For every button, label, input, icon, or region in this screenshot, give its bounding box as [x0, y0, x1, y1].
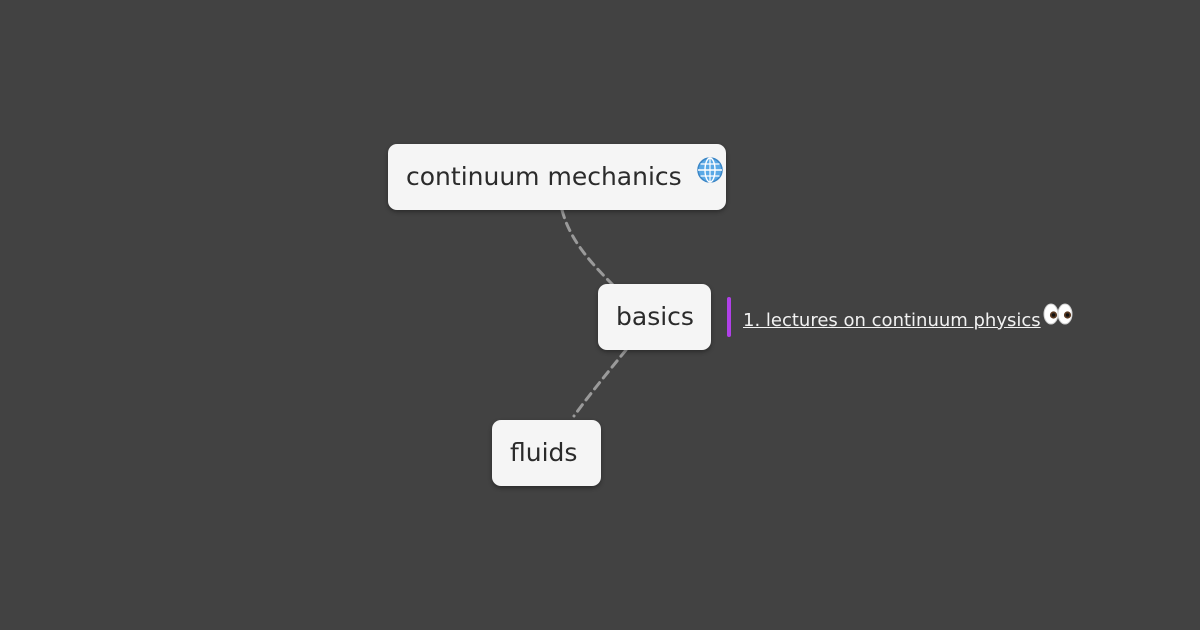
- edge-root-basics: [560, 208, 616, 288]
- node-basics[interactable]: basics: [598, 284, 711, 350]
- node-label: continuum mechanics: [406, 162, 682, 191]
- globe-icon: [696, 143, 724, 209]
- node-label: basics: [616, 302, 694, 331]
- note-basics: 1. lectures on continuum physics: [727, 297, 1073, 337]
- eyes-icon: [1043, 302, 1073, 330]
- node-continuum-mechanics[interactable]: continuum mechanics: [388, 144, 726, 210]
- node-label: fluids: [510, 438, 578, 467]
- note-link-lectures[interactable]: 1. lectures on continuum physics: [743, 309, 1041, 331]
- note-accent-bar: [727, 297, 731, 337]
- node-fluids[interactable]: fluids: [492, 420, 601, 486]
- edge-basics-fluids: [572, 348, 628, 418]
